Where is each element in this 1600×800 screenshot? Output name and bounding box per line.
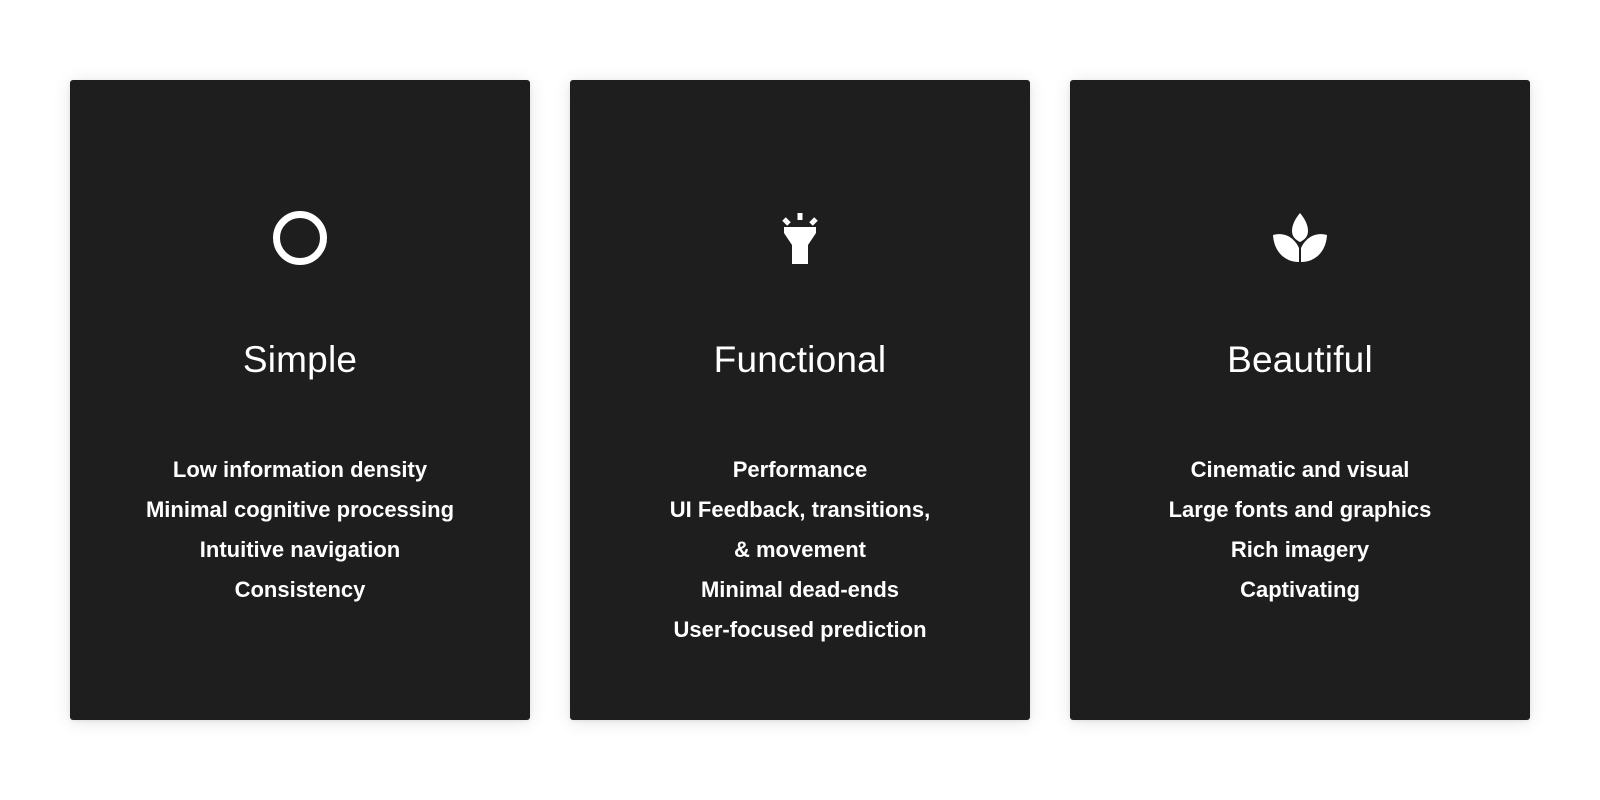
- feature-item: Intuitive navigation: [199, 537, 401, 562]
- feature-item: Performance: [732, 457, 868, 482]
- feature-item: Consistency: [234, 577, 366, 602]
- feature-list: Cinematic and visual Large fonts and gra…: [1070, 450, 1530, 610]
- feature-item: Large fonts and graphics: [1168, 497, 1432, 522]
- feature-item: User-focused prediction: [673, 617, 927, 642]
- card-functional: Functional Performance UI Feedback, tran…: [570, 80, 1030, 720]
- flashlight-icon: [570, 208, 1030, 268]
- feature-item: UI Feedback, transitions,: [669, 497, 931, 522]
- card-title: Beautiful: [1227, 339, 1373, 380]
- card-title: Simple: [242, 339, 358, 380]
- card-simple: Simple Low information density Minimal c…: [70, 80, 530, 720]
- feature-list: Low information density Minimal cognitiv…: [70, 450, 530, 610]
- card-title: Functional: [713, 339, 887, 380]
- feature-item: Minimal cognitive processing: [145, 497, 455, 522]
- feature-item: Low information density: [172, 457, 428, 482]
- card-beautiful: Beautiful Cinematic and visual Large fon…: [1070, 80, 1530, 720]
- feature-item: Captivating: [1240, 577, 1360, 602]
- feature-item: Rich imagery: [1230, 537, 1370, 562]
- lotus-icon: [1070, 208, 1530, 268]
- feature-list: Performance UI Feedback, transitions, & …: [570, 450, 1030, 650]
- feature-item: Cinematic and visual: [1190, 457, 1410, 482]
- feature-item: & movement: [733, 537, 867, 562]
- circle-outline-icon: [70, 208, 530, 268]
- feature-item: Minimal dead-ends: [700, 577, 900, 602]
